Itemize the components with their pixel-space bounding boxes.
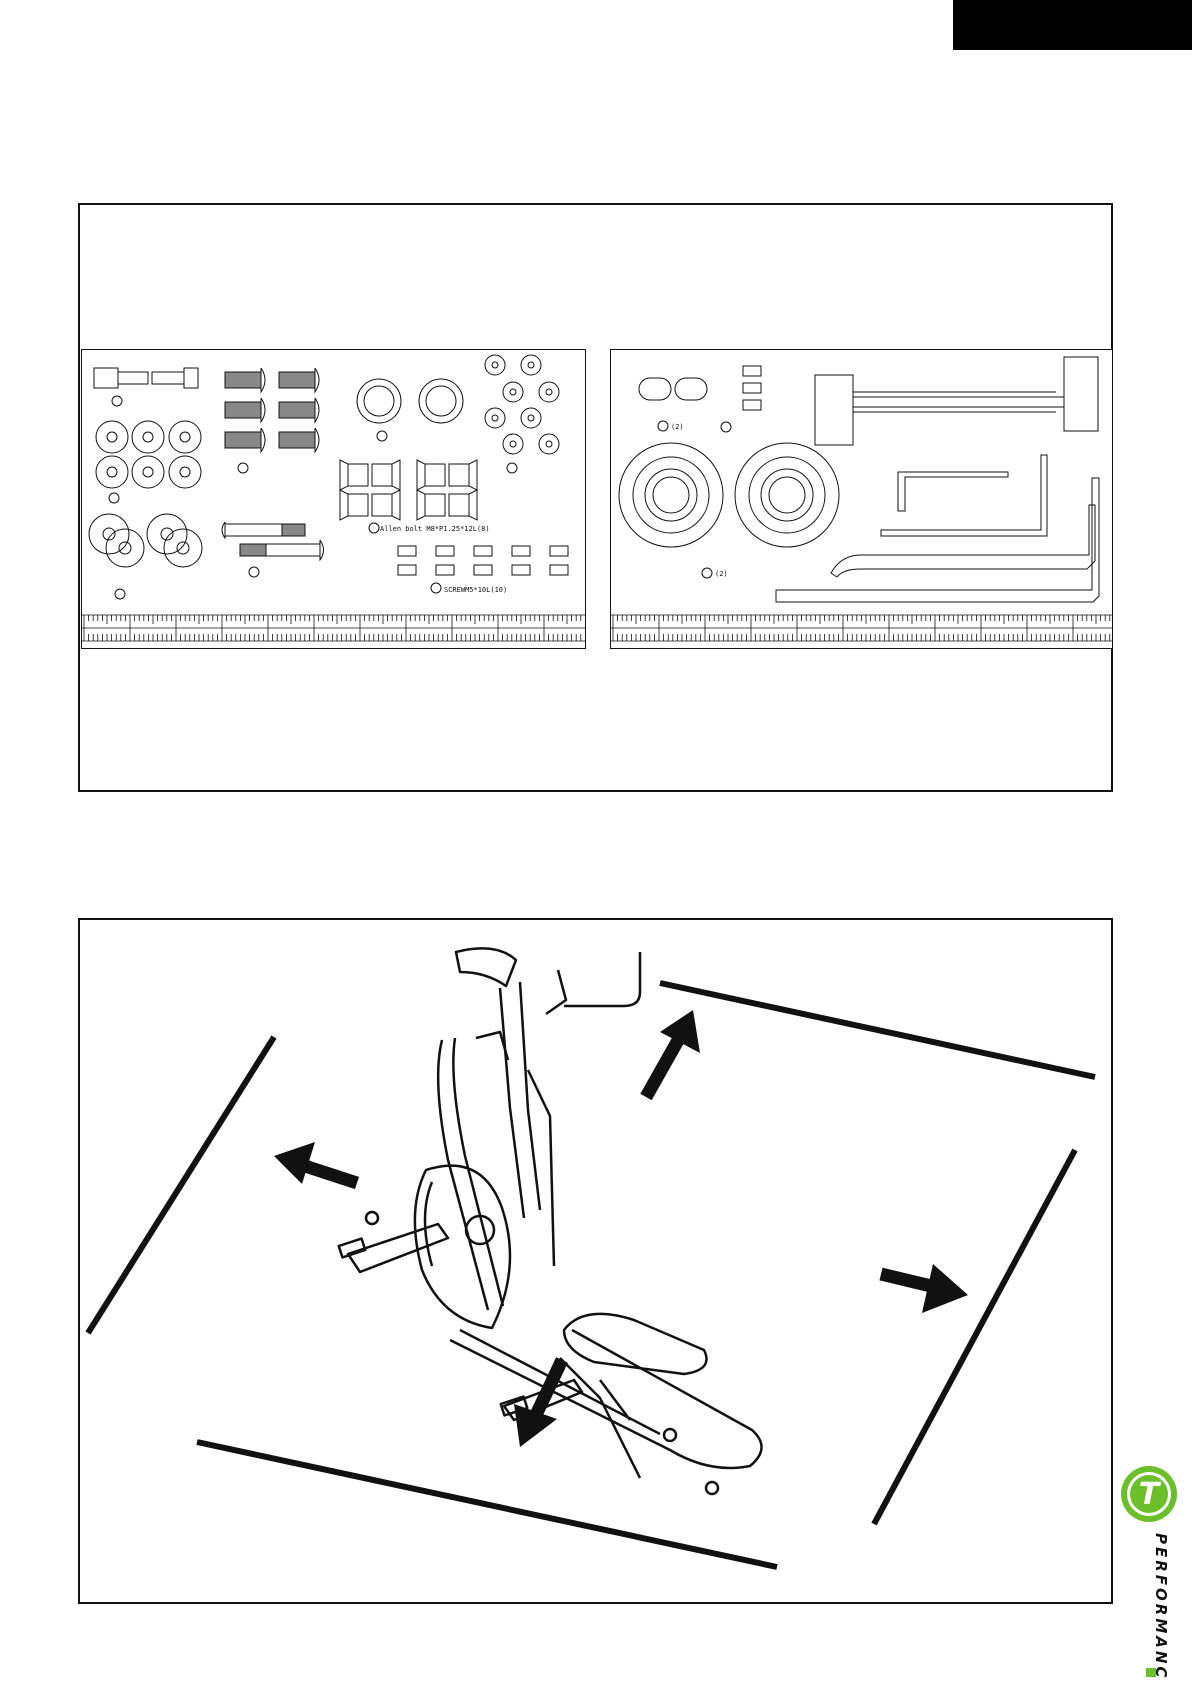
hardware-panel-left: Allen bolt M8*P1.25*12L(8) SCREWM5*10L(1… [81,349,586,649]
spacer-bolts-icon [94,368,198,388]
arrow-up-right-icon [646,1010,700,1097]
hardware-panel-right: (2) (2) [610,349,1113,649]
elliptical-trainer-illustration [339,948,762,1494]
threaded-bolts-icon [225,368,319,452]
small-washers-icon [485,355,559,454]
nuts-icon [340,460,477,520]
arrow-left-icon [274,1142,357,1184]
arrow-right-icon [881,1264,968,1313]
screwdriver-icon [815,357,1098,445]
washers-icon [96,421,201,488]
caps-count: (2) [671,423,684,431]
end-caps-icon [639,378,707,400]
allen-keys-icon [776,455,1099,602]
rings-icon [357,379,463,423]
screw-label: SCREWM5*10L(10) [444,586,507,594]
brand-logo: T PERFORMANCE [1115,1460,1183,1680]
foot-pads-icon [619,443,839,547]
ruler-left [82,615,586,641]
long-bolts-icon [222,522,324,560]
clearance-area-frame [78,918,1113,1604]
logo-graphic: T PERFORMANCE [1115,1460,1183,1680]
allen-bolt-label: Allen bolt M8*P1.25*12L(8) [380,525,490,533]
knob-bolts-icon [743,366,761,410]
hardware-right-illustration: (2) (2) [611,350,1113,649]
pads-count: (2) [715,570,728,578]
curved-washers-icon [89,514,202,567]
ruler-right [611,615,1113,641]
logo-letter: T [1139,1477,1162,1512]
logo-accent-block [1146,1668,1156,1677]
logo-wordmark: PERFORMANCE [1152,1533,1170,1680]
page-tab-marker [953,0,1192,50]
small-screws-icon [398,546,568,575]
clearance-illustration [80,920,1111,1602]
direction-arrows [274,1010,968,1447]
hardware-left-illustration: Allen bolt M8*P1.25*12L(8) SCREWM5*10L(1… [82,350,586,649]
hardware-contents-frame: Allen bolt M8*P1.25*12L(8) SCREWM5*10L(1… [78,203,1113,792]
